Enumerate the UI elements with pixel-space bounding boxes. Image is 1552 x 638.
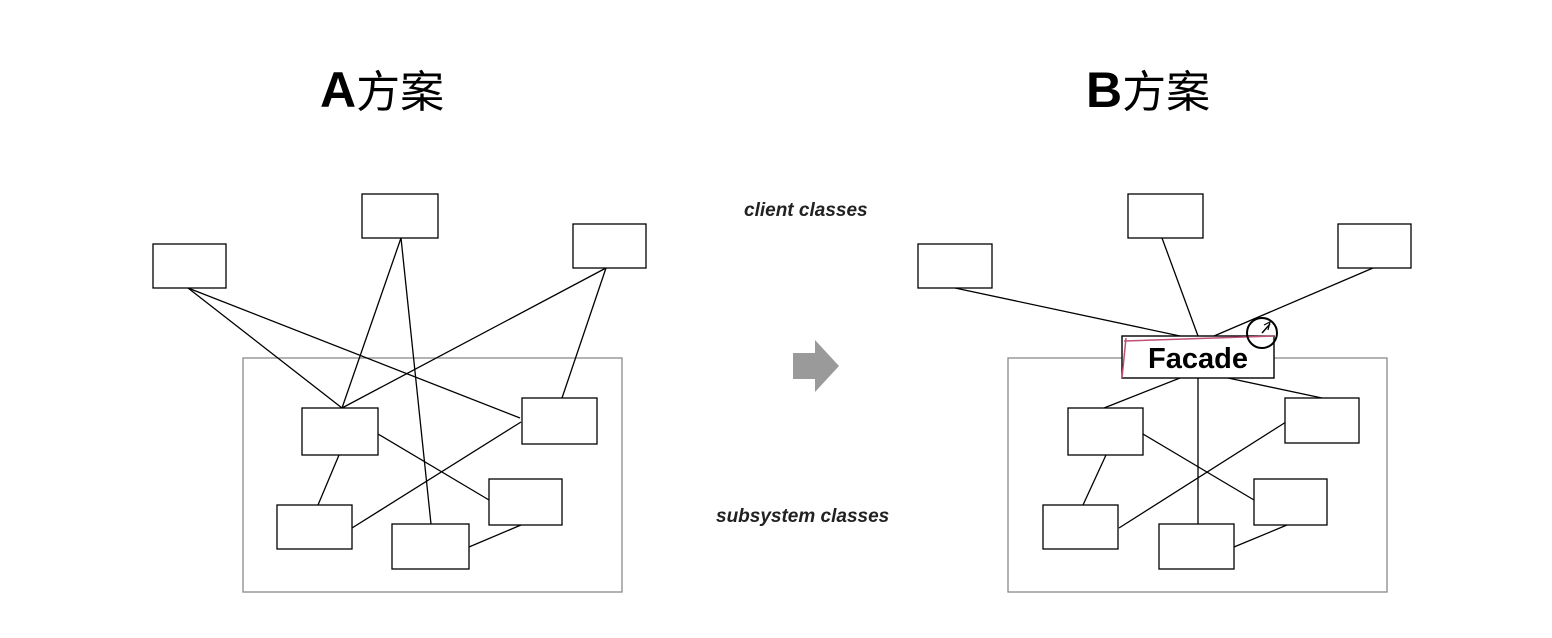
client-class-box [1337, 223, 1412, 269]
link [187, 287, 521, 419]
links-a [187, 237, 607, 548]
link [561, 267, 607, 399]
link [1233, 524, 1288, 548]
link [1161, 237, 1199, 337]
scheme-b-suffix: 方案 [1122, 67, 1211, 118]
clock-cursor-icon [1246, 317, 1278, 349]
link [341, 237, 402, 409]
link [317, 454, 340, 506]
link [377, 433, 490, 501]
facade-box-outline [1121, 335, 1275, 379]
scheme-a-suffix: 方案 [356, 67, 445, 118]
right-arrow-icon [793, 340, 839, 392]
subsystem-class-box [488, 478, 563, 526]
client-classes-label: client classes [744, 200, 868, 221]
link [954, 287, 1181, 337]
client-class-box [572, 223, 647, 269]
subsystem-class-box [276, 504, 353, 550]
subsystem-classes-label: subsystem classes [716, 506, 890, 527]
subsystem-class-box [1067, 407, 1144, 456]
link [1142, 433, 1255, 501]
link [400, 237, 432, 525]
subsystem-class-box [521, 397, 598, 445]
link [187, 287, 343, 409]
subsystem-class-box [1158, 523, 1235, 570]
subsystem-class-box [391, 523, 470, 570]
subsystem-class-box [1042, 504, 1119, 550]
diagram-a [152, 193, 647, 593]
subsystem-class-box [301, 407, 379, 456]
subsystem-class-box [1253, 478, 1328, 526]
link [1213, 267, 1374, 337]
scheme-b-title: B方案 [1086, 58, 1210, 122]
facade-label: Facade [1148, 343, 1248, 375]
link [351, 421, 522, 529]
link [468, 524, 522, 548]
client-class-box [152, 243, 227, 289]
link [1118, 421, 1287, 529]
client-class-box [1127, 193, 1204, 239]
subsystem-frame-a [242, 357, 623, 593]
link [341, 267, 607, 409]
links-b [954, 237, 1374, 548]
link [1082, 454, 1107, 506]
scheme-a-title: A方案 [320, 58, 444, 122]
facade-class-box: Facade [1121, 335, 1275, 379]
facade-highlight-stroke [1121, 335, 1275, 379]
link [1103, 377, 1181, 409]
client-class-box [917, 243, 993, 289]
link [1227, 377, 1323, 399]
subsystem-class-box [1284, 397, 1360, 444]
scheme-a-letter: A [320, 62, 357, 118]
scheme-b-letter: B [1086, 62, 1123, 118]
diagram-b: Facade [917, 193, 1412, 593]
client-class-box [361, 193, 439, 239]
